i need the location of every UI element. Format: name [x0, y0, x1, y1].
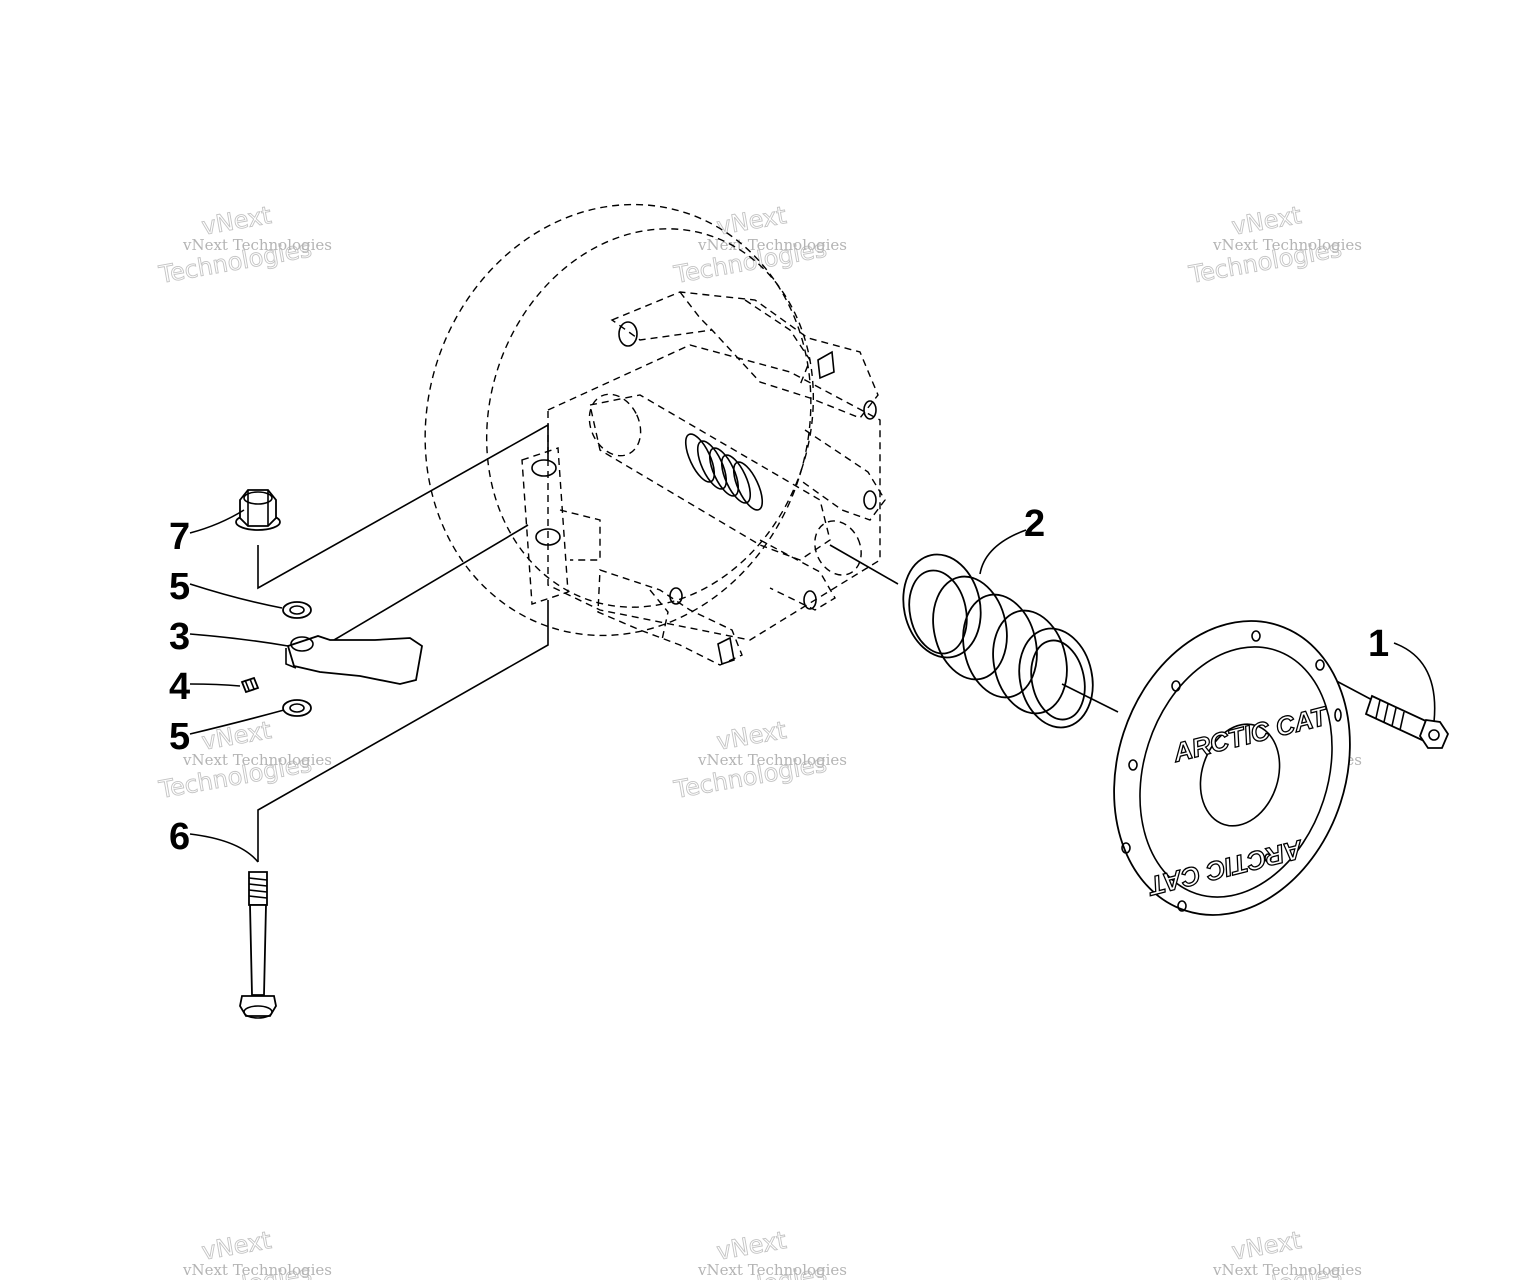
watermark: vNext Technologies vNext Technologies: [156, 201, 332, 290]
watermark-big-1: vNext: [1230, 1226, 1304, 1266]
shaft-threads: [684, 433, 764, 511]
watermark-big-1: vNext: [200, 1226, 274, 1266]
flange-nut-part: [235, 489, 281, 531]
callout-4: 4: [169, 666, 190, 708]
callout-5-bottom: 5: [169, 716, 190, 758]
watermark-small: vNext Technologies: [182, 1261, 332, 1279]
callout-leaders: [189, 509, 1436, 863]
shoulder-bolt-part: [239, 871, 277, 1019]
callout-2: 2: [1024, 503, 1045, 545]
watermark: vNext Technologies vNext Technologies: [1186, 1226, 1362, 1280]
watermark: vNext Technologies vNext Technologies: [156, 1226, 332, 1280]
watermark-big-1: vNext: [715, 716, 789, 756]
bolt-part: [1364, 694, 1450, 749]
watermark: vNext Technologies vNext Technologies: [671, 1226, 847, 1280]
callout-6: 6: [169, 816, 190, 858]
watermark-big-1: vNext: [715, 1226, 789, 1266]
callout-1: 1: [1368, 623, 1389, 665]
washer-part-bottom: [282, 699, 312, 717]
cover-plate-part: ARCTIC CAT ARCTIC CAT: [1113, 620, 1351, 916]
watermark-big-1: vNext: [200, 201, 274, 241]
callout-3: 3: [169, 616, 190, 658]
watermark-small: vNext Technologies: [697, 236, 847, 254]
watermark-small: vNext Technologies: [182, 236, 332, 254]
watermark-small: vNext Technologies: [1212, 236, 1362, 254]
watermark: vNext Technologies vNext Technologies: [671, 201, 847, 290]
clutch-body-reference: [424, 203, 886, 666]
watermark: vNext Technologies vNext Technologies: [1186, 201, 1362, 290]
watermark-big-1: vNext: [715, 201, 789, 241]
washer-part-top: [282, 601, 312, 619]
watermark-big-1: vNext: [1230, 201, 1304, 241]
callout-7: 7: [169, 516, 190, 558]
watermark-small: vNext Technologies: [697, 1261, 847, 1279]
watermark-small: vNext Technologies: [182, 751, 332, 769]
callout-5-top: 5: [169, 566, 190, 608]
set-screw-part: [240, 676, 260, 694]
watermark-small: vNext Technologies: [697, 751, 847, 769]
callout-numbers: 7 5 3 4 5 6 2 1: [169, 503, 1389, 858]
cam-arm-part: [285, 635, 423, 685]
assembly-lines: [257, 423, 1377, 862]
watermark: vNext Technologies vNext Technologies: [671, 716, 847, 805]
watermark-small: vNext Technologies: [1212, 1261, 1362, 1279]
spring-part: [902, 553, 1094, 729]
